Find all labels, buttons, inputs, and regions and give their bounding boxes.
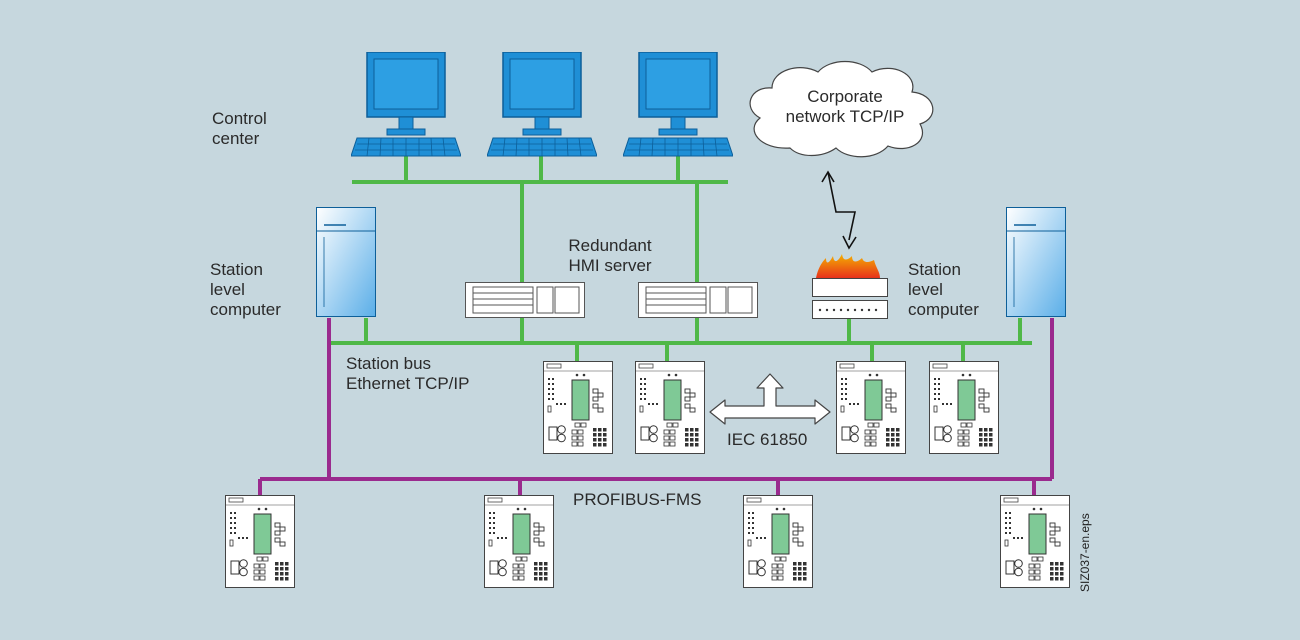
profibus-relay-4 [1000, 495, 1070, 588]
lightning-arrow-icon [821, 170, 857, 250]
workstation-3 [623, 52, 733, 157]
figure-id-label: SIZ037-en.eps [1078, 513, 1092, 592]
profibus-relay-3 [743, 495, 813, 588]
iec-label: IEC 61850 [727, 430, 808, 449]
bay-relay-4 [929, 361, 999, 454]
station-computer-right-icon [1006, 207, 1066, 317]
bay-relay-1 [543, 361, 613, 454]
profibus-relay-2 [484, 495, 554, 588]
ethernet-lines [330, 156, 1032, 362]
station-computer-left-label: Station level computer [210, 260, 281, 319]
cloud-icon [749, 61, 934, 158]
hmi-server-1 [465, 282, 585, 318]
firewall-icon [812, 254, 888, 319]
profibus-relay-1 [225, 495, 295, 588]
bay-relay-2 [635, 361, 705, 454]
hmi-server-2 [638, 282, 758, 318]
station-computer-left-icon [316, 207, 376, 317]
iec-arrow-icon [709, 373, 831, 425]
workstation-2 [487, 52, 597, 157]
bay-relay-3 [836, 361, 906, 454]
station-computer-right-label: Station level computer [908, 260, 979, 319]
station-bus-label: Station bus Ethernet TCP/IP [346, 354, 470, 393]
profibus-label: PROFIBUS-FMS [573, 490, 702, 509]
profibus-lines [258, 318, 1054, 497]
workstation-1 [351, 52, 461, 157]
redundant-hmi-label: Redundant HMI server [568, 236, 652, 275]
corporate-network-label: Corporate network TCP/IP [785, 87, 905, 126]
control-center-label: Control center [212, 109, 267, 148]
